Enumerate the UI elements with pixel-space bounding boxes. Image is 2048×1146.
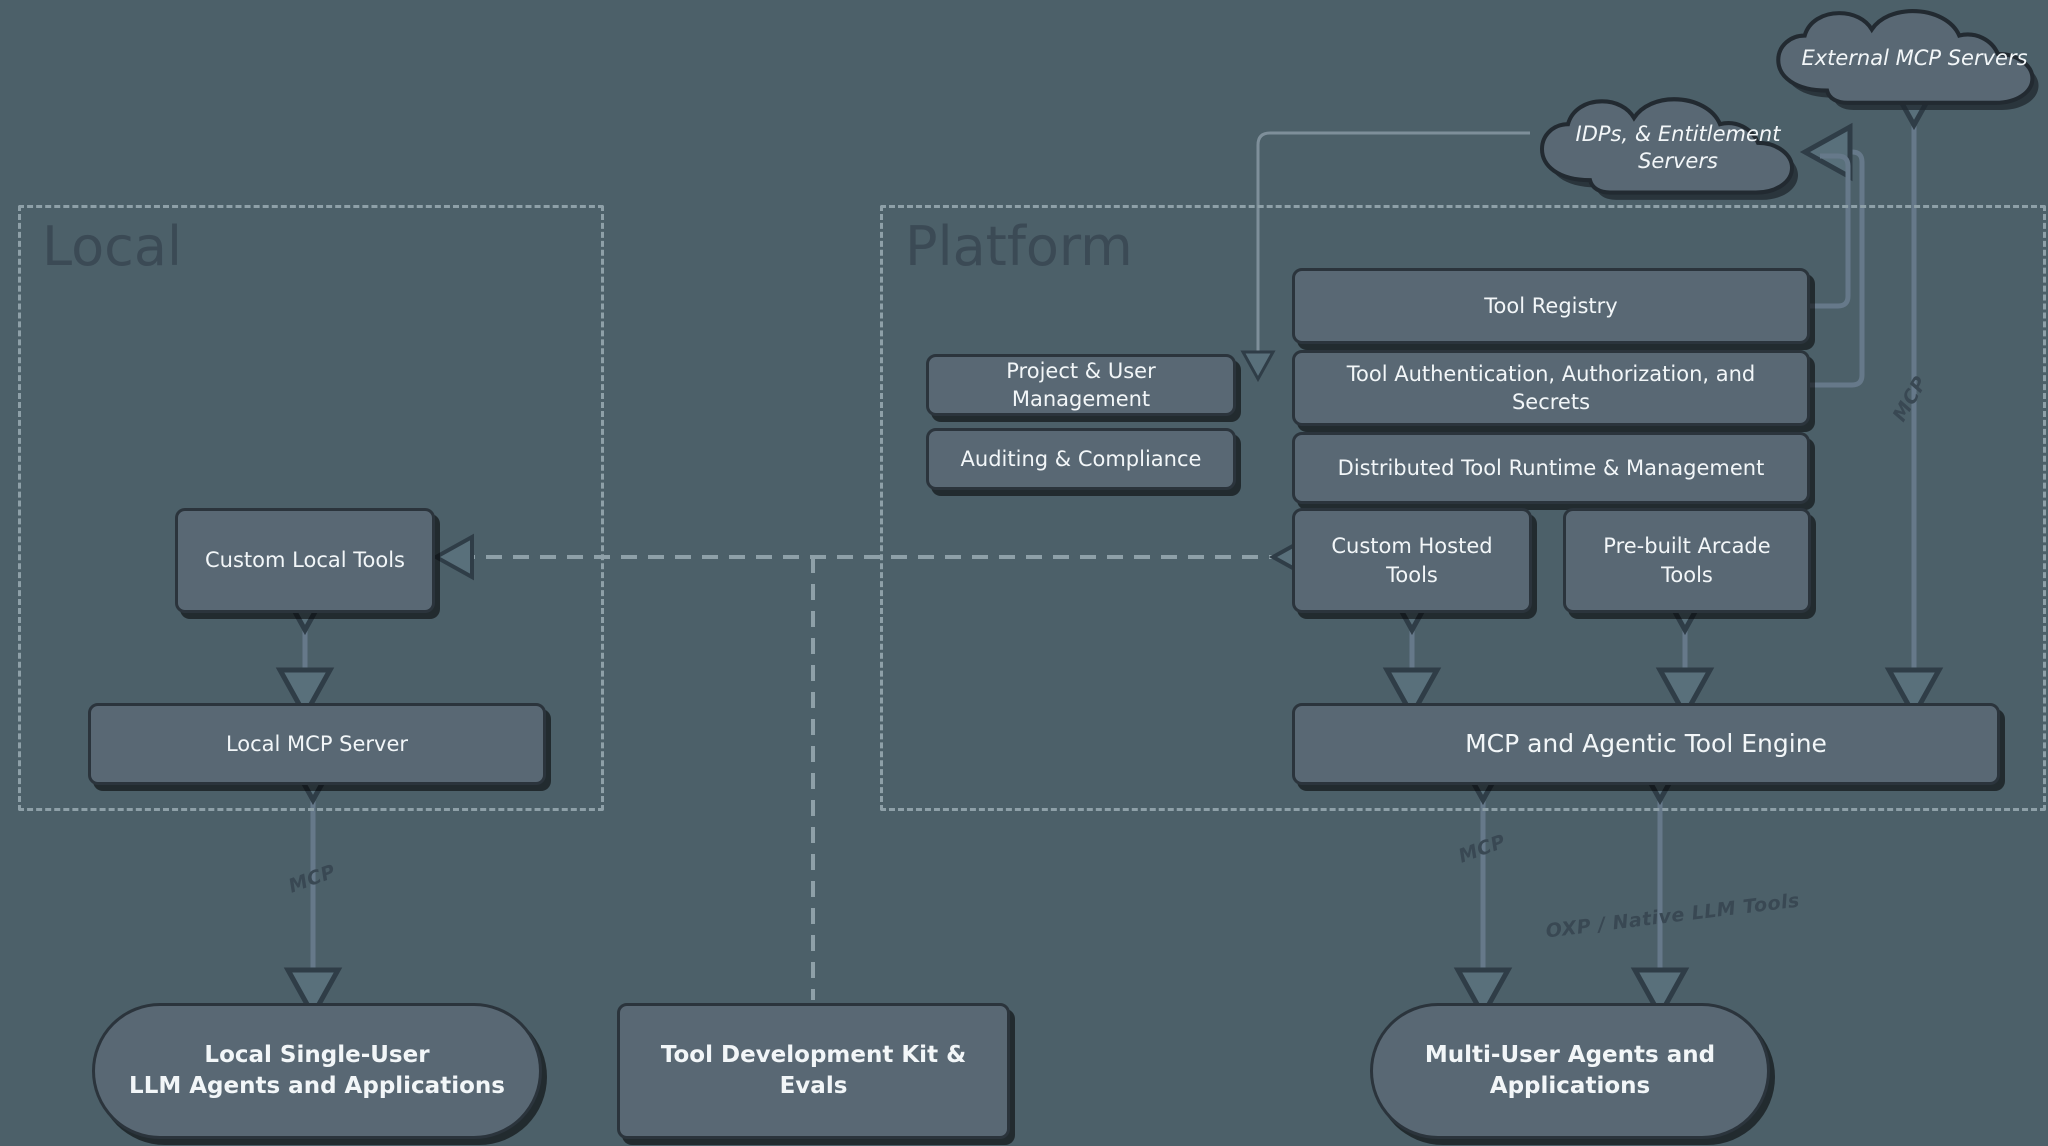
node-label-line1: Local Single-User	[204, 1041, 430, 1068]
edge-label-oxp-native-tools: OXP / Native LLM Tools	[1544, 889, 1801, 943]
edge-label-local-mcp: MCP	[285, 860, 339, 898]
node-label: MCP and Agentic Tool Engine	[1465, 729, 1827, 759]
node-mcp-agentic-tool-engine[interactable]: MCP and Agentic Tool Engine	[1292, 703, 2000, 785]
cloud-idps-entitlement-servers[interactable]: IDPs, & Entitlement Servers	[1528, 92, 1828, 204]
node-label: Tool Authentication, Authorization, and …	[1346, 361, 1756, 414]
node-local-mcp-server[interactable]: Local MCP Server	[88, 703, 546, 785]
node-prebuilt-arcade-tools[interactable]: Pre-built Arcade Tools	[1563, 508, 1811, 613]
node-label: Distributed Tool Runtime & Management	[1337, 455, 1765, 480]
edge-label-platform-mcp: MCP	[1455, 830, 1509, 868]
node-label: Tool Development Kit & Evals	[660, 1041, 967, 1099]
node-auditing-compliance[interactable]: Auditing & Compliance	[926, 428, 1236, 490]
node-label-line2: Applications	[1489, 1073, 1651, 1099]
cloud-shape	[1539, 97, 1798, 200]
node-label: Custom Local Tools	[205, 548, 405, 573]
group-title-platform: Platform	[905, 215, 1133, 278]
group-title-local: Local	[42, 215, 182, 278]
node-project-user-management[interactable]: Project & User Management	[926, 354, 1236, 416]
node-multi-user-agents[interactable]: Multi-User Agents and Applications	[1370, 1003, 1770, 1139]
node-label-line1: Multi-User Agents and	[1424, 1041, 1716, 1068]
node-label: Project & User Management	[1006, 358, 1156, 411]
node-label: Tool Registry	[1484, 293, 1618, 318]
cloud-shape	[1776, 9, 2039, 110]
cloud-external-mcp-label: External MCP Servers	[1801, 46, 2028, 71]
node-label: Pre-built Arcade Tools	[1603, 534, 1771, 587]
cloud-idps-label: IDPs, & Entitlement Servers	[1575, 121, 1781, 173]
node-label: Local MCP Server	[225, 731, 409, 756]
group-frame-platform	[880, 205, 2046, 811]
node-tool-authentication[interactable]: Tool Authentication, Authorization, and …	[1292, 350, 1810, 426]
cloud-external-mcp-servers[interactable]: External MCP Servers	[1762, 6, 2048, 112]
node-distributed-tool-runtime[interactable]: Distributed Tool Runtime & Management	[1292, 432, 1810, 504]
node-local-single-user-agents[interactable]: Local Single-User LLM Agents and Applica…	[92, 1003, 542, 1139]
node-label: Auditing & Compliance	[960, 446, 1202, 471]
node-label: Custom Hosted Tools	[1331, 534, 1493, 587]
node-tool-registry[interactable]: Tool Registry	[1292, 268, 1810, 344]
node-custom-hosted-tools[interactable]: Custom Hosted Tools	[1292, 508, 1532, 613]
node-label-line2: LLM Agents and Applications	[129, 1073, 505, 1099]
node-tool-development-kit[interactable]: Tool Development Kit & Evals	[617, 1003, 1010, 1139]
node-custom-local-tools[interactable]: Custom Local Tools	[175, 508, 435, 613]
group-frame-local	[18, 205, 604, 811]
